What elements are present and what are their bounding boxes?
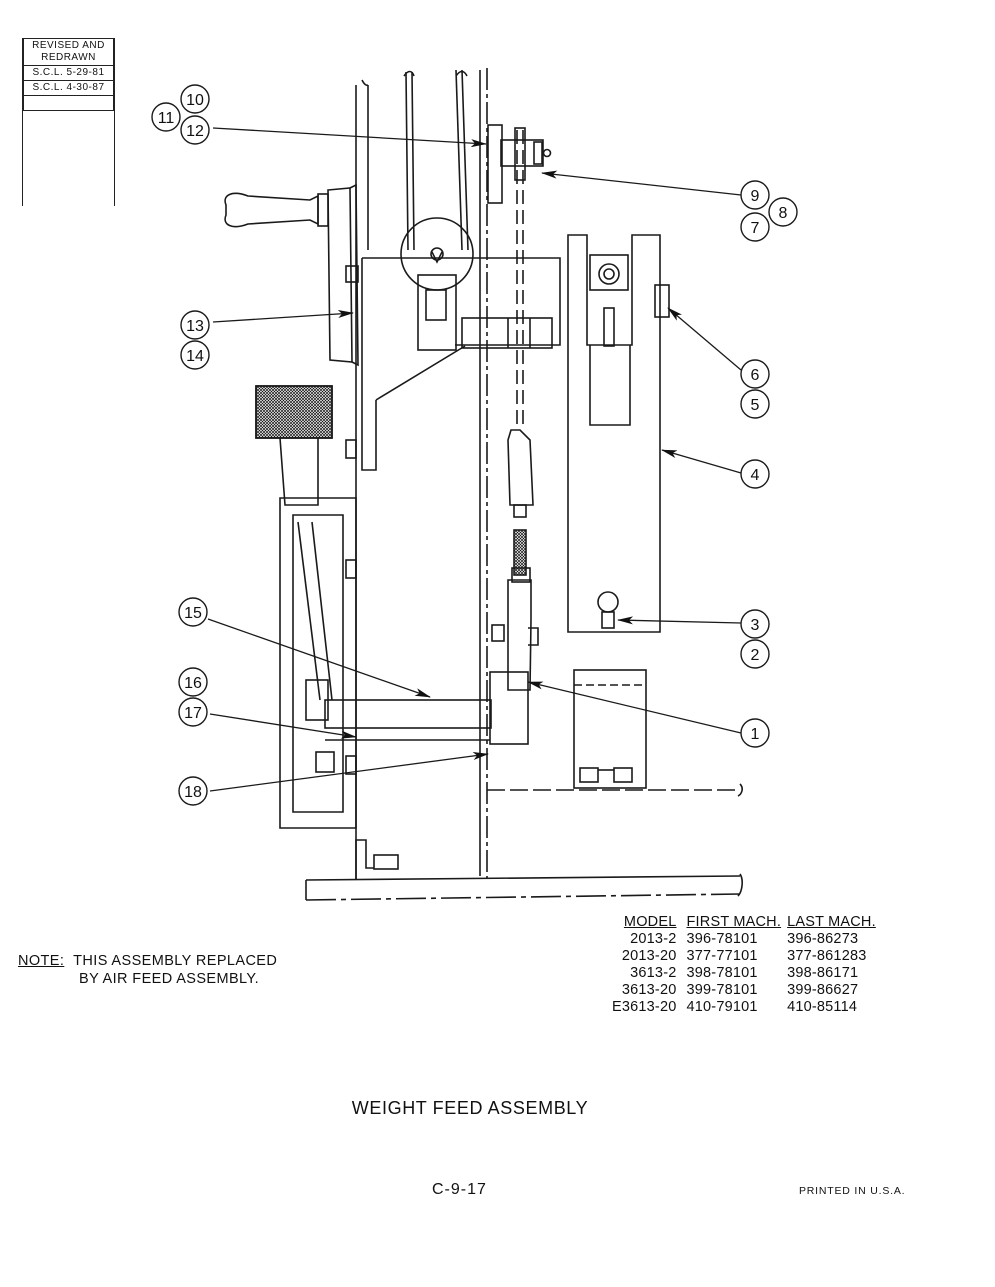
last-mach-cell: 399-86627 <box>787 982 859 998</box>
svg-text:6: 6 <box>751 367 760 384</box>
part-callouts: 10 11 12 9 8 7 13 14 6 5 4 15 3 2 16 17 … <box>151 84 798 806</box>
callout-18: 18 <box>178 776 208 806</box>
model-cell: 2013-20 <box>621 948 677 964</box>
note-line-1: THIS ASSEMBLY REPLACED <box>73 953 278 969</box>
svg-text:5: 5 <box>751 397 760 414</box>
svg-text:16: 16 <box>184 675 202 692</box>
table-row: E3613-20 410-79101 410-85114 <box>612 999 882 1016</box>
svg-text:10: 10 <box>186 92 204 109</box>
callout-12: 12 <box>180 115 210 145</box>
revision-entry: S.C.L. 4-30-87 <box>23 80 114 95</box>
turnbuckle-link <box>491 429 539 691</box>
revision-header: REVISED AND REDRAWN <box>23 38 114 65</box>
idler-bracket <box>345 217 561 471</box>
column-header-last-mach: LAST MACH. <box>787 914 876 930</box>
svg-text:4: 4 <box>751 467 760 484</box>
table-row: 3613-20 399-78101 399-86627 <box>612 982 882 999</box>
callout-3: 3 <box>740 609 770 639</box>
callout-8: 8 <box>768 197 798 227</box>
svg-text:14: 14 <box>186 348 204 365</box>
model-cell: 3613-2 <box>630 965 677 981</box>
weight-block <box>487 669 743 797</box>
printed-in-label: PRINTED IN U.S.A. <box>799 1185 906 1197</box>
callout-17: 17 <box>178 697 208 727</box>
callout-1: 1 <box>740 718 770 748</box>
hand-wheel <box>224 183 359 367</box>
upper-pulley <box>487 124 552 204</box>
drawing-title: WEIGHT FEED ASSEMBLY <box>351 1098 589 1118</box>
svg-text:18: 18 <box>184 784 202 801</box>
callout-15: 15 <box>178 597 208 627</box>
svg-text:7: 7 <box>751 220 760 237</box>
table-row: 3613-2 398-78101 398-86171 <box>612 965 882 982</box>
table-header-row: MODEL FIRST MACH. LAST MACH. <box>612 914 882 931</box>
table-row: 2013-20 377-77101 377-861283 <box>612 948 882 965</box>
svg-text:15: 15 <box>184 605 202 622</box>
last-mach-cell: 396-86273 <box>787 931 859 947</box>
callout-13: 13 <box>180 310 210 340</box>
weight-lever <box>567 234 670 633</box>
first-mach-cell: 377-77101 <box>686 948 758 964</box>
svg-text:17: 17 <box>184 705 202 722</box>
assembly-note: NOTE: THIS ASSEMBLY REPLACED BY AIR FEED… <box>18 952 277 988</box>
model-cell: 3613-20 <box>621 982 677 998</box>
callout-5: 5 <box>740 389 770 419</box>
revision-entry <box>23 95 114 111</box>
model-cell: E3613-20 <box>612 999 677 1015</box>
callout-11: 11 <box>151 102 181 132</box>
callout-16: 16 <box>178 667 208 697</box>
callout-10: 10 <box>180 84 210 114</box>
first-mach-cell: 396-78101 <box>686 931 758 947</box>
last-mach-cell: 377-861283 <box>787 948 867 964</box>
last-mach-cell: 398-86171 <box>787 965 859 981</box>
first-mach-cell: 398-78101 <box>686 965 758 981</box>
svg-text:11: 11 <box>158 110 175 127</box>
model-cell: 2013-2 <box>630 931 677 947</box>
cross-shaft <box>324 671 529 745</box>
first-mach-cell: 399-78101 <box>686 982 758 998</box>
svg-text:2: 2 <box>751 647 760 664</box>
callout-7: 7 <box>740 212 770 242</box>
callout-9: 9 <box>740 180 770 210</box>
leader-lines <box>207 127 742 792</box>
svg-text:1: 1 <box>751 726 760 743</box>
model-serial-table: MODEL FIRST MACH. LAST MACH. 2013-2 396-… <box>612 914 882 1016</box>
callout-2: 2 <box>740 639 770 669</box>
table-row: 2013-2 396-78101 396-86273 <box>612 931 882 948</box>
machine-frame <box>355 68 488 880</box>
svg-text:13: 13 <box>186 318 204 335</box>
column-header-model: MODEL <box>623 914 677 930</box>
svg-text:12: 12 <box>186 123 204 140</box>
svg-text:8: 8 <box>779 205 788 222</box>
svg-text:3: 3 <box>751 617 760 634</box>
last-mach-cell: 410-85114 <box>787 999 858 1015</box>
callout-14: 14 <box>180 340 210 370</box>
column-header-first-mach: FIRST MACH. <box>686 914 782 930</box>
note-label: NOTE: <box>18 953 65 969</box>
revision-block: REVISED AND REDRAWN S.C.L. 5-29-81 S.C.L… <box>22 38 115 206</box>
machine-base <box>305 839 743 901</box>
page-number: C-9-17 <box>432 1181 487 1198</box>
revision-entry: S.C.L. 5-29-81 <box>23 65 114 80</box>
foot-pedal <box>255 385 357 829</box>
first-mach-cell: 410-79101 <box>686 999 758 1015</box>
callout-6: 6 <box>740 359 770 389</box>
callout-4: 4 <box>740 459 770 489</box>
svg-text:9: 9 <box>751 188 760 205</box>
note-line-2: BY AIR FEED ASSEMBLY. <box>79 971 260 987</box>
